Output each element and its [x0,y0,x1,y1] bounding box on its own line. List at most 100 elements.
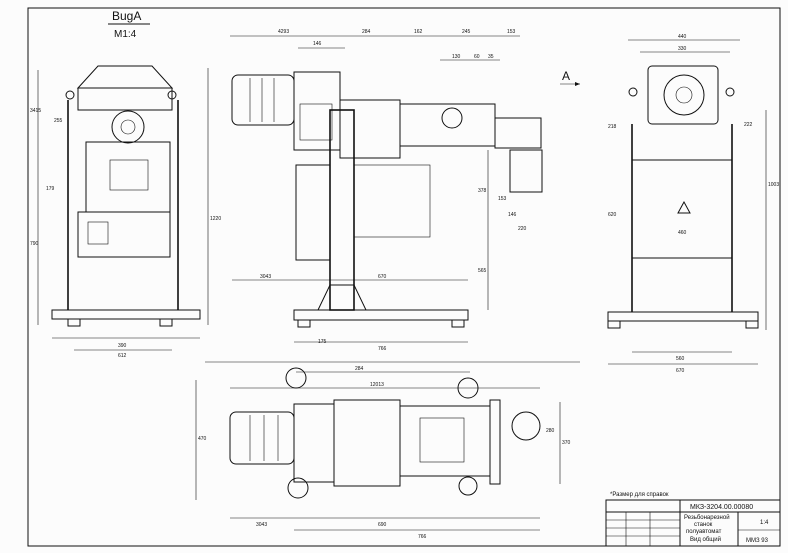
top-dim-2: 12013 [370,382,384,388]
sheet-border [27,7,781,547]
top-dim-4: 370 [562,440,571,446]
right-motor-hub [675,86,693,104]
front-dim-3: 179 [46,186,55,192]
front-dim-2: 255 [54,118,63,124]
front-top-housing [76,65,174,89]
view-b-label: BugA [112,9,141,23]
view-a-arrow-head [575,82,580,86]
top-dim-5: 280 [546,428,555,434]
right-dim-3: 218 [608,124,617,130]
top-handwheel-2 [457,377,479,399]
side-coolant-tank [353,164,431,238]
right-handwheel-right [725,87,735,97]
side-gear-motor [494,117,542,149]
side-dim-2: 146 [313,41,322,47]
right-foot-right [745,320,759,329]
view-a: A 440 330 218 222 620 460 1003 560 670 [560,34,779,374]
side-dim-3: 284 [362,29,371,35]
side-control-panel [299,103,333,141]
side-dim-1: 4293 [278,29,289,35]
top-end-plate [489,399,501,485]
right-dim-6: 460 [678,230,687,236]
top-vise [419,417,465,463]
reference-note: *Размер для справок [610,492,669,498]
top-handwheel-3 [287,477,309,499]
right-handwheel-left [628,87,638,97]
right-motor-face [663,74,705,116]
front-foot-left [67,318,81,327]
side-slide [399,103,496,147]
side-dim-17: 175 [318,339,327,345]
side-head-box [293,71,341,151]
side-handwheel [441,107,463,129]
scale-label: M1:4 [114,29,137,40]
side-dim-4: 162 [414,29,423,35]
title-scale: 1:4 [760,520,769,526]
front-body [85,141,171,213]
title-block: МКЗ-3204.00.00080 Резьбонарезной станок … [605,499,781,547]
right-base [607,311,759,322]
front-dim-4: 790 [30,241,39,247]
right-dim-9: 670 [676,368,685,374]
side-dim-7: 130 [452,54,461,60]
top-head [293,403,335,483]
title-line-4: Вид общий [690,536,721,543]
title-line-3: полуавтомат [686,529,722,535]
front-control-box [87,221,109,245]
side-dim-5: 245 [462,29,471,35]
front-dim-5: 1220 [210,216,221,222]
front-spindle-core [120,119,136,135]
side-view: 4293 146 284 162 245 153 130 60 35 [230,29,543,352]
view-a-label: A [562,69,570,83]
side-dim-8: 60 [474,54,480,60]
side-dim-15: 670 [378,274,387,280]
title-line-2: станок [694,522,713,528]
side-motor [231,74,295,126]
side-dim-10: 153 [498,196,507,202]
side-column-foot [317,284,367,311]
warning-triangle-icon [677,200,691,214]
right-foot-left [607,320,621,329]
title-line-1: Резьбонарезной [684,514,730,521]
front-chuck [109,159,149,191]
front-gearbox [77,87,173,111]
right-dim-2: 330 [678,46,687,52]
side-dim-6: 153 [507,29,516,35]
front-dim-7: 612 [118,353,127,359]
side-dim-14: 3043 [260,274,271,280]
top-gear-motor [511,411,541,441]
side-dim-9: 35 [488,54,494,60]
top-dim-8: 766 [418,534,427,540]
front-lower-box [77,211,171,258]
side-dim-13: 220 [518,226,527,232]
top-dim-6: 3043 [256,522,267,528]
front-dim-1: 3415 [30,108,41,114]
side-dim-18: 766 [378,346,387,352]
side-electrical-cabinet [295,164,331,261]
side-dim-12: 146 [508,212,517,218]
top-dim-7: 690 [378,522,387,528]
front-foot-right [159,318,173,327]
right-dim-4: 222 [744,122,753,128]
right-dim-5: 620 [608,212,617,218]
right-cabinet [631,159,733,259]
front-spindle [111,110,145,144]
side-carriage [339,99,401,159]
front-dim-6: 390 [118,343,127,349]
side-dim-16: 565 [478,268,487,274]
top-view: 284 12013 470 370 280 3043 690 766 [195,361,580,540]
top-motor [229,411,295,465]
top-dim-1: 284 [355,366,364,372]
top-handwheel-4 [458,476,478,496]
top-dim-3: 470 [198,436,207,442]
side-foot-right [451,319,465,328]
doc-number: МКЗ-3204.00.00080 [690,504,753,511]
side-gear-motor-lower [509,149,543,193]
front-view: BugA M1:4 3415 255 179 790 1220 390 612 [30,9,221,359]
side-base [293,309,469,321]
top-body [333,399,401,487]
top-slide [399,405,491,477]
front-base [51,309,201,320]
